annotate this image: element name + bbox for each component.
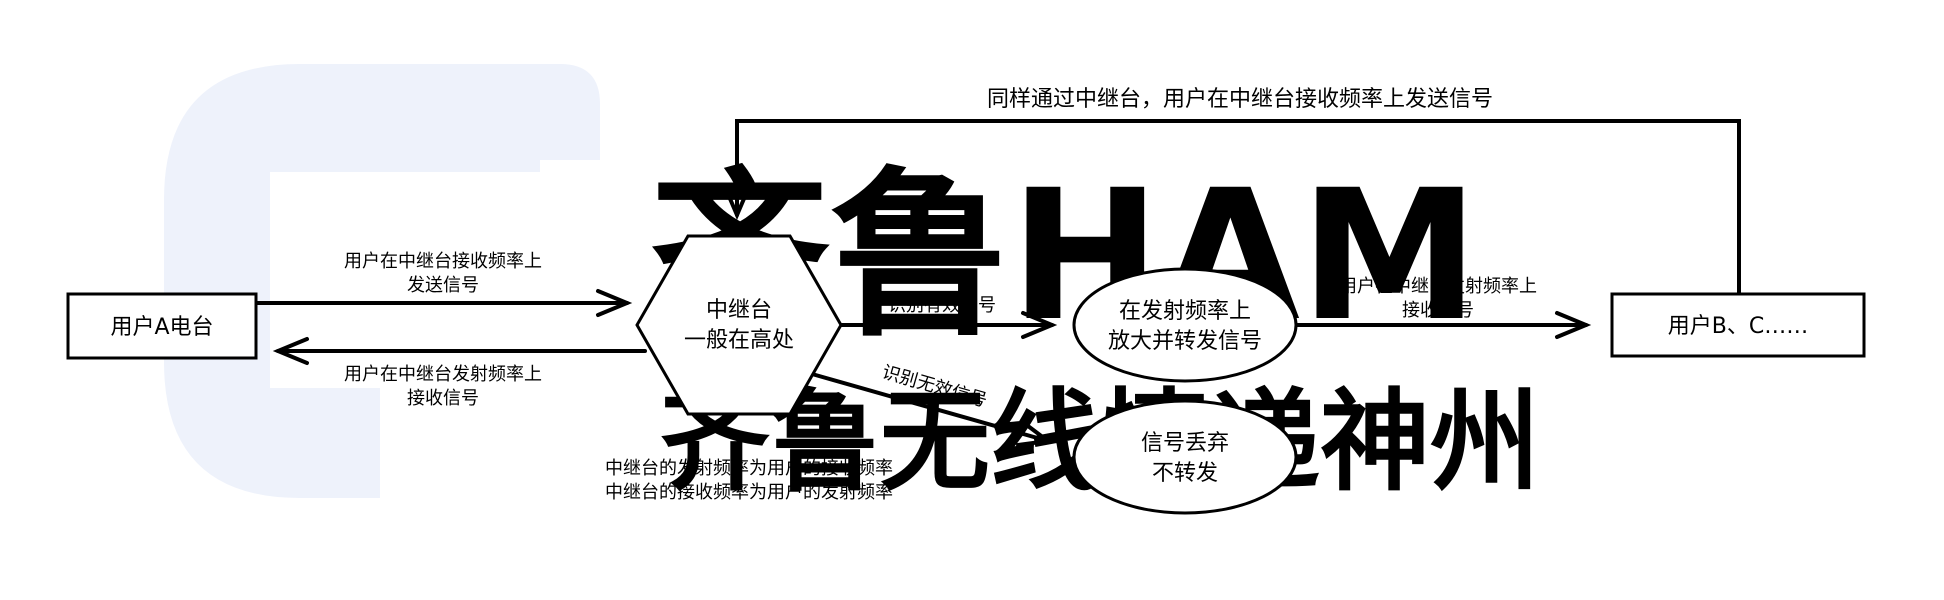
label-repeater-to-a-line2: 接收信号	[407, 388, 479, 409]
repeater-label-line2: 一般在高处	[684, 328, 794, 353]
label-a-to-repeater-line2: 发送信号	[407, 275, 479, 296]
frequency-notes: 中继台的发射频率为用户的接收频率 中继台的接收频率为用户的发射频率	[605, 458, 893, 503]
amplify-label-line2: 放大并转发信号	[1108, 329, 1262, 354]
label-repeater-to-a-line1: 用户在中继台发射频率上	[344, 364, 542, 385]
note-line1: 中继台的发射频率为用户的接收频率	[605, 458, 893, 479]
node-repeater: 中继台 一般在高处	[635, 234, 843, 416]
amplify-ellipse	[1072, 267, 1298, 383]
repeater-label-line1: 中继台	[706, 298, 772, 323]
label-amplify-to-user-b-line1: 用户在中继台发射频率上	[1339, 276, 1537, 297]
node-amplify: 在发射频率上 放大并转发信号	[1072, 267, 1298, 383]
watermark-logo-icon	[164, 64, 600, 498]
label-user-b-to-repeater: 同样通过中继台，用户在中继台接收频率上发送信号	[987, 87, 1493, 112]
user-b-box	[1610, 292, 1866, 358]
user-b-label: 用户B、C……	[1668, 314, 1808, 339]
label-valid-signal: 识别有效信号	[888, 295, 996, 316]
arrowhead-repeater-to-a	[272, 337, 309, 365]
arrow-user-b-to-repeater	[735, 119, 1741, 295]
discard-label-line1: 信号丢弃	[1141, 431, 1229, 456]
repeater-hexagon	[635, 234, 843, 416]
node-user-b: 用户B、C……	[1610, 292, 1866, 358]
discard-ellipse	[1072, 399, 1298, 515]
arrowhead-invalid-signal	[1016, 421, 1054, 447]
arrowhead-a-to-repeater	[596, 289, 633, 317]
watermark: 齐鲁HAM 齐鲁无线情递神州	[164, 64, 1540, 506]
user-a-label: 用户A电台	[110, 315, 213, 340]
connectors	[255, 119, 1741, 447]
arrowhead-user-b-to-repeater	[723, 185, 751, 221]
arrowhead-amplify-to-user-b	[1555, 311, 1592, 339]
user-a-box	[66, 292, 258, 360]
note-line2: 中继台的接收频率为用户的发射频率	[605, 482, 893, 503]
node-user-a: 用户A电台	[66, 292, 258, 360]
discard-label-line2: 不转发	[1152, 461, 1218, 486]
node-discard: 信号丢弃 不转发	[1072, 399, 1298, 515]
arrowhead-valid-signal	[1021, 311, 1058, 339]
arrow-invalid-signal	[810, 372, 1050, 443]
label-amplify-to-user-b-line2: 接收信号	[1402, 300, 1474, 321]
label-a-to-repeater-line1: 用户在中继台接收频率上	[344, 251, 542, 272]
amplify-label-line1: 在发射频率上	[1119, 299, 1251, 324]
